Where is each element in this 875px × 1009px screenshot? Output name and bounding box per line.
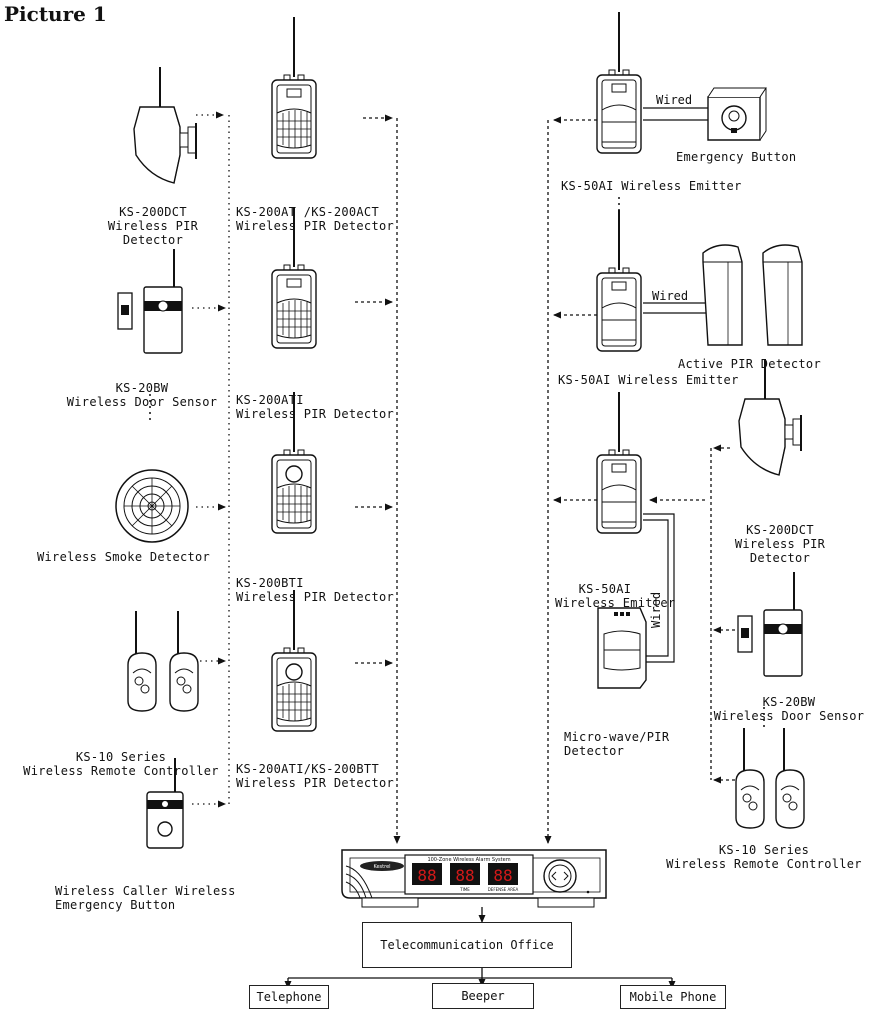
emergency-button-icon: [707, 87, 767, 141]
wired-link-3: [643, 513, 675, 663]
remote-fob-4-icon: [775, 727, 805, 829]
emitter-3-icon: [596, 391, 642, 534]
panel-digits-2: 88: [455, 866, 474, 885]
remote-fob-3-icon: [735, 727, 765, 829]
label-emitter-1: KS-50AI Wireless Emitter: [561, 179, 742, 193]
panel-digits-1: 88: [417, 866, 436, 885]
door-sensor-left-icon: [117, 248, 183, 354]
emitter-2-icon: [596, 209, 642, 352]
vertical-ellipsis-left: [149, 394, 151, 420]
left-connectors: [192, 111, 230, 808]
telecom-office-box: Telecommunication Office: [362, 922, 572, 968]
wired-link-1: [643, 107, 708, 121]
label-active-pir: Active PIR Detector: [678, 357, 821, 371]
smoke-detector-icon: [115, 469, 189, 543]
panel-defense-label: DEFENSE AREA: [488, 887, 519, 892]
center-connectors: [355, 114, 401, 844]
beeper-box: Beeper: [432, 983, 534, 1009]
microwave-pir-icon: [597, 607, 647, 689]
panel-system-name: 100-Zone Wireless Alarm System: [427, 857, 510, 863]
caller-button-icon: [146, 758, 184, 849]
label-emergency-button: Emergency Button: [676, 150, 797, 164]
wired-label-3: Wired: [649, 592, 663, 628]
wired-link-2: [643, 302, 706, 314]
active-pir-detector-icon: [702, 244, 803, 346]
panel-time-label: TIME: [459, 887, 470, 892]
right-connectors: [544, 116, 735, 844]
ks200at-detector-icon: [271, 16, 317, 159]
remote-fob-2-icon: [169, 610, 199, 712]
telephone-box: Telephone: [249, 985, 329, 1009]
alarm-control-panel: Kestrel 100-Zone Wireless Alarm System 8…: [341, 849, 607, 908]
dct-right-icon: [738, 358, 802, 476]
door-sensor-right-icon: [737, 571, 803, 677]
mobile-phone-box: Mobile Phone: [620, 985, 726, 1009]
emitter-1-icon: [596, 11, 642, 154]
panel-digits-3: 88: [493, 866, 512, 885]
panel-brand: Kestrel: [373, 864, 390, 870]
label-smoke-detector: Wireless Smoke Detector: [37, 550, 211, 564]
vertical-ellipsis-right-bottom: [763, 707, 765, 727]
label-emitter-2: KS-50AI Wireless Emitter: [558, 373, 739, 387]
page-title: Picture 1: [4, 2, 107, 26]
dct-left-icon: [133, 66, 197, 184]
wired-label-1: Wired: [656, 93, 692, 107]
wired-label-2: Wired: [652, 289, 688, 303]
remote-fob-1-icon: [127, 610, 157, 712]
